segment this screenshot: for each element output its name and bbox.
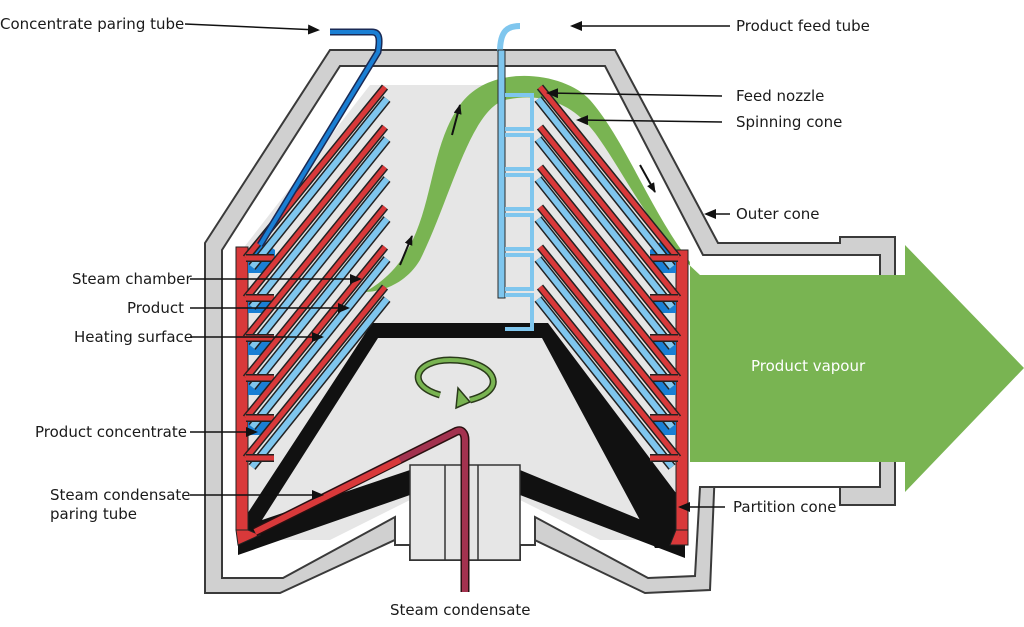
right-disc-heating — [538, 125, 680, 300]
right-disc-cooling — [535, 97, 675, 269]
left-disc-cooling — [249, 97, 390, 269]
left-disc-cooling — [249, 177, 390, 349]
label-heating-surface: Heating surface — [74, 328, 193, 346]
steam-condensate-paring-tube — [252, 426, 521, 592]
right-disc-cooling — [535, 137, 675, 309]
right-disc-heating — [538, 245, 680, 420]
right-disc-heating — [538, 205, 680, 380]
left-disc-heating — [244, 205, 387, 380]
label-product-vapour: Product vapour — [751, 357, 866, 375]
feed-nozzle — [505, 173, 534, 211]
product-vapour-flow — [365, 75, 1024, 493]
left-disc-cooling — [249, 257, 390, 429]
right-disc-heating — [538, 85, 680, 260]
feed-nozzle-manifold — [497, 23, 534, 331]
left-disc-heating — [244, 125, 387, 300]
diagram-labels: Concentrate paring tube Product feed tub… — [0, 15, 870, 619]
left-disc-heating — [244, 165, 387, 340]
feed-nozzle — [505, 253, 534, 291]
label-feed-nozzle: Feed nozzle — [736, 87, 824, 105]
label-steam-chamber: Steam chamber — [72, 270, 193, 288]
right-disc-cooling — [535, 217, 675, 389]
label-steam-condensate-paring-tube-1: Steam condensate — [50, 486, 191, 504]
feed-nozzles — [505, 93, 534, 331]
feed-nozzle — [505, 213, 534, 251]
right-disc-cooling — [535, 297, 675, 469]
label-spinning-cone: Spinning cone — [736, 113, 842, 131]
flow-arrows — [399, 104, 656, 266]
label-product: Product — [127, 299, 184, 317]
label-steam-condensate-paring-tube-2: paring tube — [50, 505, 137, 523]
right-heating-discs — [534, 84, 682, 470]
label-concentrate-paring-tube: Concentrate paring tube — [0, 15, 184, 33]
right-disc-cooling — [535, 257, 675, 429]
right-disc-cooling — [535, 177, 675, 349]
leader-lines — [184, 21, 730, 512]
left-disc-cooling — [249, 217, 390, 389]
label-partition-cone: Partition cone — [733, 498, 836, 516]
right-disc-heating — [538, 165, 680, 340]
label-product-feed-tube: Product feed tube — [736, 17, 870, 35]
label-steam-condensate: Steam condensate — [390, 601, 531, 619]
partition-cone — [238, 323, 685, 558]
feed-nozzle — [505, 133, 534, 171]
feed-nozzle — [505, 93, 534, 131]
label-product-concentrate: Product concentrate — [35, 423, 187, 441]
left-disc-cooling — [249, 297, 390, 469]
label-outer-cone: Outer cone — [736, 205, 820, 223]
interior-chamber — [238, 85, 685, 540]
feed-nozzle — [505, 293, 534, 331]
concentrate-paring-tube — [257, 28, 383, 247]
rotation-arrow-icon — [414, 356, 497, 410]
left-disc-heating — [244, 285, 387, 460]
right-disc-heating — [538, 285, 680, 460]
